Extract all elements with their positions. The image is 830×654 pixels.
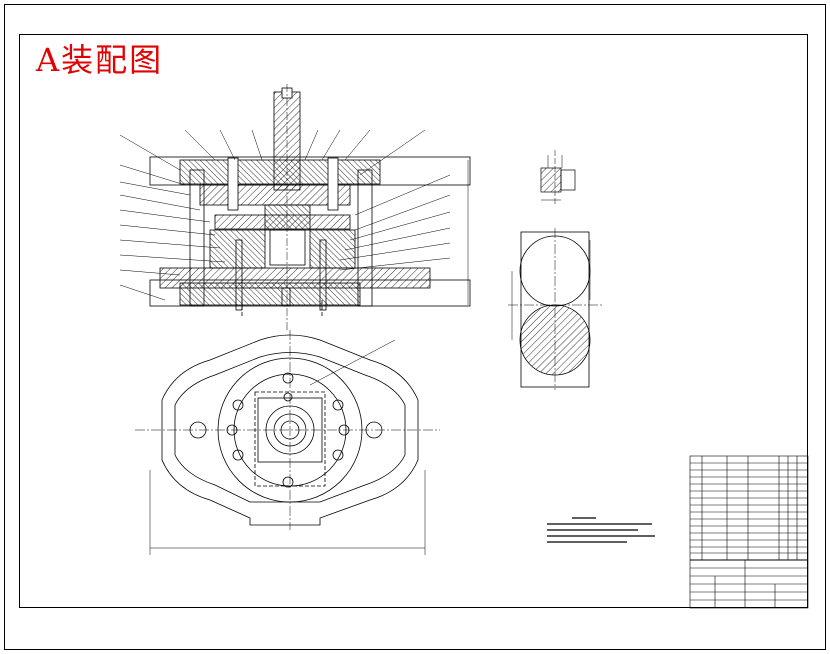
strip-layout-view (508, 228, 602, 390)
drawing-title: A装配图 (36, 41, 164, 79)
technical-notes-block (547, 517, 655, 543)
title-block (689, 455, 809, 609)
top-view-centerlines (135, 330, 440, 530)
front-section-view (149, 84, 471, 330)
drawing-frame (19, 34, 808, 608)
top-view-dimensions (149, 339, 426, 555)
outer-border (4, 4, 826, 650)
part-leader-lines (119, 129, 469, 305)
part-detail-view (540, 150, 576, 205)
